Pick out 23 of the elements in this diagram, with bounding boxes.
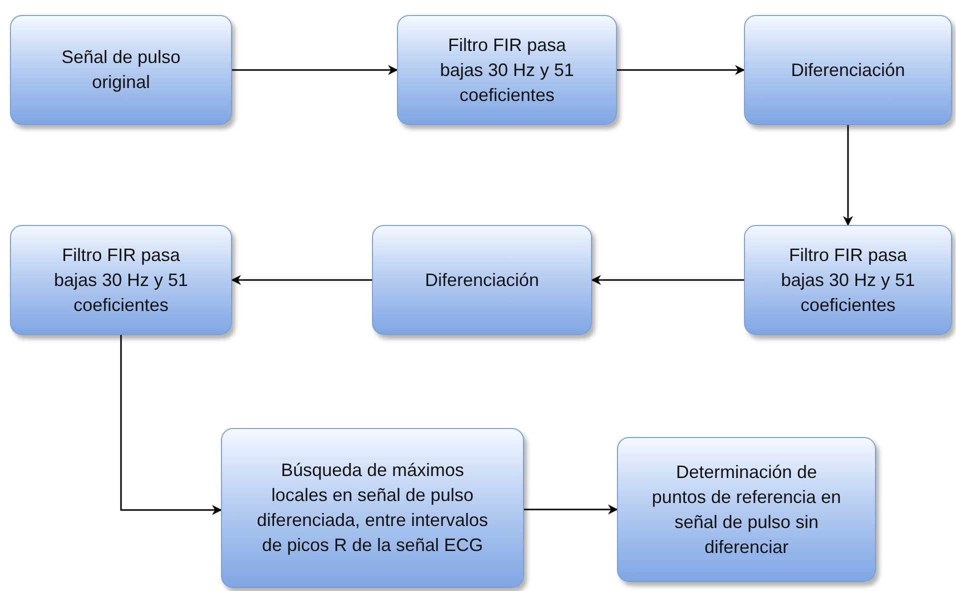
step-text: Señal de pulso original: [60, 46, 182, 94]
step-text: Filtro FIR pasa bajas 30 Hz y 51 coeficientes: [52, 244, 190, 316]
arrow: [591, 275, 744, 285]
process-box: [221, 428, 524, 588]
arrow: [120, 335, 222, 515]
process-box: [10, 15, 232, 125]
process-box: [10, 225, 232, 335]
step-text: Búsqueda de máximos locales en señal de pulso diferenciada, entre intervalos de picos R de la señal ECG: [256, 459, 490, 557]
arrow: [617, 65, 745, 75]
step-text: Filtro FIR pasa bajas 30 Hz y 51 coeficientes: [780, 244, 916, 316]
arrow: [232, 65, 398, 75]
step-text: Determinación de puntos de referencia en señal de pulso sin diferenciar: [650, 460, 842, 558]
process-box: [397, 15, 617, 125]
arrow: [524, 504, 618, 514]
process-box: [372, 225, 592, 335]
step-text: Diferenciación: [790, 58, 906, 82]
process-box: [617, 437, 876, 582]
step-text: Filtro FIR pasa bajas 30 Hz y 51 coeficientes: [438, 34, 576, 106]
process-box: [744, 225, 952, 335]
arrow: [231, 275, 372, 285]
process-box: [744, 15, 952, 125]
step-text: Diferenciación: [424, 268, 540, 292]
arrow: [843, 125, 853, 226]
